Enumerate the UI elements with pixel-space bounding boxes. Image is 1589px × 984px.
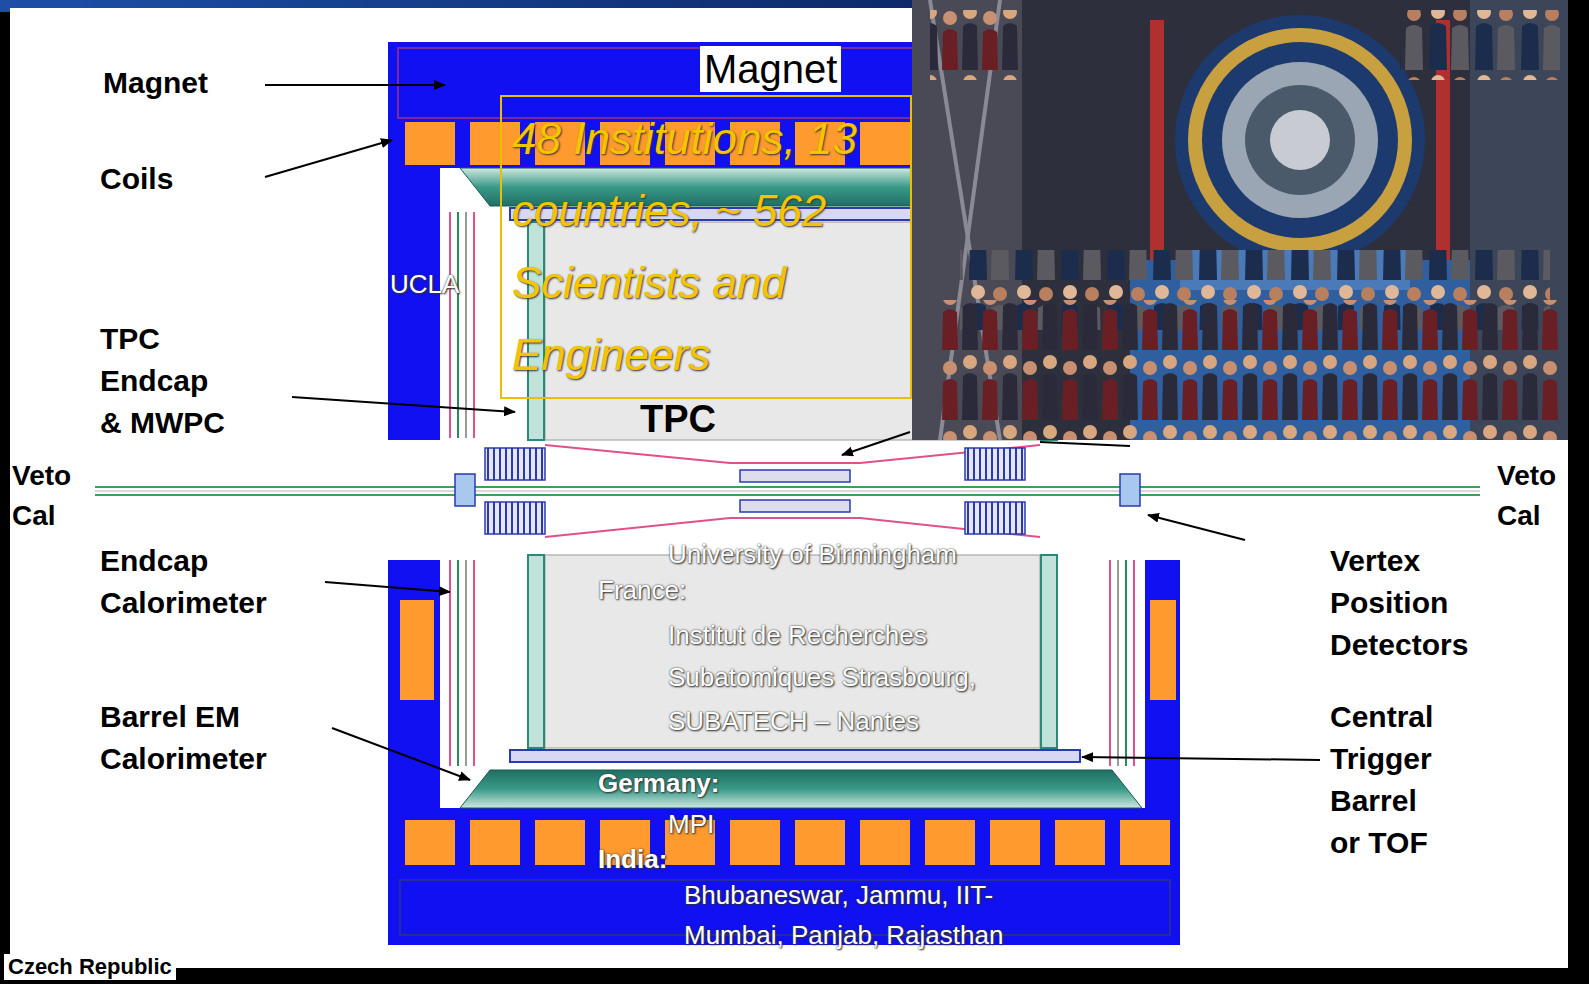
part-label: Endcap Calorimeter [100,540,310,624]
part-label: Veto Cal [1497,456,1577,536]
country-heading: India: [598,842,798,876]
country-heading: Czech Republic [4,954,176,980]
part-label: Central Trigger Barrel or TOF [1330,696,1450,864]
part-label: TPC [640,398,760,440]
institution-text: SUBATECH – Nantes [668,700,1008,742]
institution-text: University of Birmingham [668,538,1038,570]
country-heading: France: [598,572,798,608]
part-label: TPC Endcap & MWPC [100,318,235,444]
part-label: Magnet [103,62,303,104]
part-label: Vertex Position Detectors [1330,540,1505,666]
country-heading: Germany: [598,766,798,800]
part-label: Veto Cal [12,456,92,536]
part-label: Coils [100,158,260,200]
institution-text: UCLA [390,268,510,300]
institution-text: Institut de Recherches Subatomiques Stra… [668,614,1008,698]
summary-text: 48 Institutions, 13 countries, ~ 562 Sci… [512,103,900,391]
summary-box: 48 Institutions, 13 countries, ~ 562 Sci… [500,95,912,399]
institution-text: Bhubaneswar, Jammu, IIT-Mumbai, Panjab, … [684,875,1054,955]
part-label: Magnet [700,46,841,92]
part-label: Barrel EM Calorimeter [100,696,310,780]
institution-text: MPI [668,808,788,840]
